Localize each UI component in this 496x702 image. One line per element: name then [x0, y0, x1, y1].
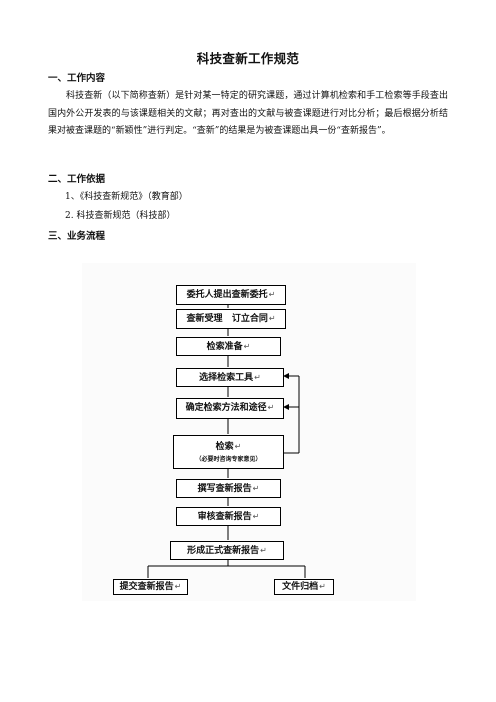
- flow-step-final-report: 形成正式查新报告↵: [170, 541, 284, 560]
- flow-step-select-tools: 选择检索工具↵: [176, 368, 284, 387]
- basis-item-2: 2. 科技查新规范（科技部）: [65, 211, 176, 221]
- flow-step-search: 检索↵ （必要时咨询专家意见）: [173, 435, 284, 469]
- return-mark: ↵: [268, 290, 276, 299]
- flow-step-label: 检索准备: [206, 342, 243, 352]
- section-heading-business-process: 三、业务流程: [48, 231, 106, 242]
- return-mark: ↵: [260, 546, 267, 555]
- flow-step-label: 查新受理 订立合同: [186, 314, 268, 324]
- flow-step-label: 文件归档: [282, 582, 319, 592]
- document-title: 科技查新工作规范: [196, 51, 300, 66]
- flow-step-label: 确定检索方法和途径: [185, 403, 267, 413]
- flow-step-review-report: 审核查新报告↵: [176, 507, 281, 526]
- flow-step-write-report: 撰写查新报告↵: [176, 479, 281, 498]
- return-mark: ↵: [174, 582, 182, 591]
- section-heading-work-content: 一、工作内容: [48, 73, 106, 84]
- flow-step-label: 撰写查新报告: [197, 484, 252, 494]
- return-mark: ↵: [243, 342, 251, 351]
- flow-step-label: 形成正式查新报告: [187, 546, 260, 556]
- return-mark: ↵: [252, 484, 260, 493]
- basis-item-1: 1、《科技查新规范》（教育部）: [65, 192, 188, 202]
- return-mark: ↵: [268, 314, 276, 323]
- flow-step-search-preparation: 检索准备↵: [176, 337, 281, 356]
- flow-step-submit-report: 提交查新报告↵: [113, 579, 188, 595]
- search-note: （必要时咨询专家意见）: [195, 456, 262, 463]
- return-mark: ↵: [267, 403, 275, 412]
- flow-step-accept-contract: 查新受理 订立合同↵: [176, 309, 286, 329]
- return-mark: ↵: [234, 442, 242, 451]
- flow-step-label: 选择检索工具: [199, 373, 254, 383]
- flow-step-file-archive: 文件归档↵: [274, 579, 334, 595]
- return-mark: ↵: [319, 582, 326, 591]
- section-heading-work-basis: 二、工作依据: [48, 174, 106, 185]
- return-mark: ↵: [254, 373, 261, 382]
- flow-step-determine-method: 确定检索方法和途径↵: [176, 398, 284, 419]
- flow-step-client-request: 委托人提出查新委托↵: [176, 285, 286, 305]
- flow-step-label: 检索: [215, 442, 234, 452]
- work-content-paragraph: 科技查新（以下简称查新）是针对某一特定的研究课题，通过计算机检索和手工检索等手段…: [48, 91, 448, 136]
- flow-step-label: 委托人提出查新委托: [186, 290, 268, 300]
- flow-step-label: 提交查新报告: [119, 582, 174, 592]
- flow-step-label: 审核查新报告: [197, 512, 252, 522]
- return-mark: ↵: [252, 512, 260, 521]
